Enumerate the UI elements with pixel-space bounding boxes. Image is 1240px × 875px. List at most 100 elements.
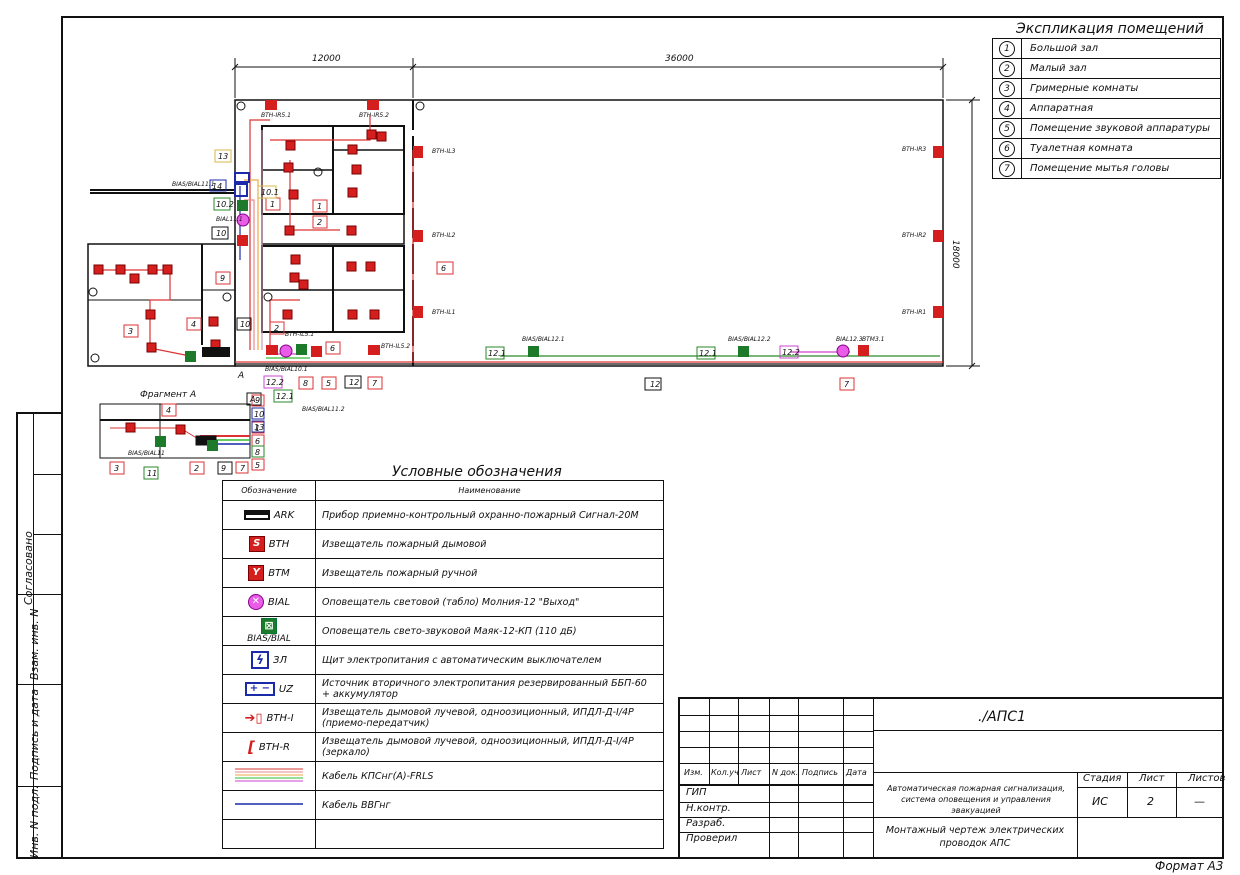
svg-text:1: 1 [317,202,322,211]
svg-text:2: 2 [194,464,199,473]
explication-title: Экспликация помещений [1016,21,1204,37]
room-numbers [88,101,425,363]
sounder-label: BIAS/BIAL11 [128,450,165,457]
svg-text:2: 2 [317,218,322,227]
svg-text:1: 1 [270,200,275,209]
svg-text:5: 5 [255,461,260,470]
control-panel [202,347,230,357]
role-check: Проверил [686,833,738,844]
svg-text:4: 4 [166,406,171,415]
sounder-label: BIAS/BIAL12.2 [728,336,771,343]
format-label: Формат А3 [1155,859,1224,873]
exit-signs [236,213,850,358]
svg-text:12.2: 12.2 [266,378,284,387]
svg-text:3: 3 [128,327,133,336]
role-dev: Разраб. [686,818,726,829]
svg-text:A: A [249,395,255,404]
svg-text:10.1: 10.1 [261,188,279,197]
drawing-code: ./АПС1 [978,709,1026,725]
dim-right: 36000 [665,54,694,64]
hdr-sign: Подпись [802,768,838,777]
beam-detectors [265,100,943,355]
role-gip: ГИП [686,787,707,798]
sounder-label: BIAS/BIAL11.1 [172,181,215,188]
smoke-detectors [93,129,387,435]
project-title: Автоматическая пожарная сигнализация, си… [887,784,1065,815]
beam-label: BTH-IL1 [432,309,456,316]
svg-text:7: 7 [844,380,850,389]
svg-text:9: 9 [255,396,260,405]
power-panel-icon: ϟ [251,651,270,669]
beam-reflector-icon: [ [248,737,255,756]
table-row [222,819,664,849]
beam-label: BTH-IR5.1 [261,112,291,119]
svg-text:12: 12 [349,378,359,387]
legend-col-name: Наименование [315,480,664,501]
power-supply-icon: + − [244,682,275,696]
exit-sign-label: BIAL11.1 [216,216,243,223]
svg-text:7: 7 [240,464,246,473]
drawing-title: Монтажный чертеж электрических проводок … [885,825,1065,849]
fragment-a [99,403,251,459]
svg-text:13: 13 [254,423,264,432]
svg-text:8: 8 [255,448,260,457]
svg-text:12: 12 [650,380,660,389]
call-point-label: BTM3.1 [862,336,885,343]
title-block: ./АПС1 Изм. Кол.уч Лист N док. Подпись Д… [678,697,1225,859]
svg-text:14: 14 [212,182,222,191]
exit-sign-icon: ✕ [247,594,264,610]
svg-text:10: 10 [240,320,250,329]
sounder-label: BIAS/BIAL12.1 [522,336,565,343]
table-row: Кабель КПСнг(А)-FRLS [222,761,664,791]
beam-label: BTH-IR3 [902,146,927,153]
exit-sign-label: BIAL12.3 [836,336,863,343]
svg-text:9: 9 [221,464,226,473]
sounder-label: BIAS/BIAL10.1 [265,366,308,373]
power-panels [234,172,250,197]
beam-label: BTH-IR1 [902,309,927,316]
sounders [155,200,749,451]
legend-title: Условные обозначения [392,464,562,480]
hdr-izm: Изм. [684,768,703,777]
svg-text:4: 4 [191,320,196,329]
svg-text:12.2: 12.2 [782,348,800,357]
svg-text:10.2: 10.2 [216,200,234,209]
beam-label: BTH-IL3 [432,148,456,155]
svg-text:7: 7 [372,379,378,388]
svg-text:5: 5 [326,379,331,388]
beam-label: BTH-IL5.2 [381,343,411,350]
svg-text:12.1: 12.1 [699,349,717,358]
manual-call-points [237,235,869,357]
hdr-list: Лист [741,768,762,777]
beam-transmitter-icon: ➔▯ [244,710,263,726]
manual-call-point-icon: Y [248,565,265,581]
fire-cable-icon [235,768,303,781]
fragment-title: Фрагмент А [140,390,197,400]
smoke-detector-icon: S [248,536,265,552]
hdr-date: Дата [846,768,867,777]
dimension-lines [231,58,980,370]
svg-text:12.1: 12.1 [276,392,294,401]
svg-text:8: 8 [303,379,308,388]
beam-label: BTH-IR2 [902,232,927,239]
svg-text:2: 2 [274,324,279,333]
hdr-ndoc: N док. [772,768,799,777]
beam-label: BTH-IL2 [432,232,456,239]
stage-value: ИС [1092,795,1108,808]
svg-text:12.1: 12.1 [488,349,506,358]
dim-height: 18000 [950,240,960,269]
control-panel-icon [243,510,270,520]
